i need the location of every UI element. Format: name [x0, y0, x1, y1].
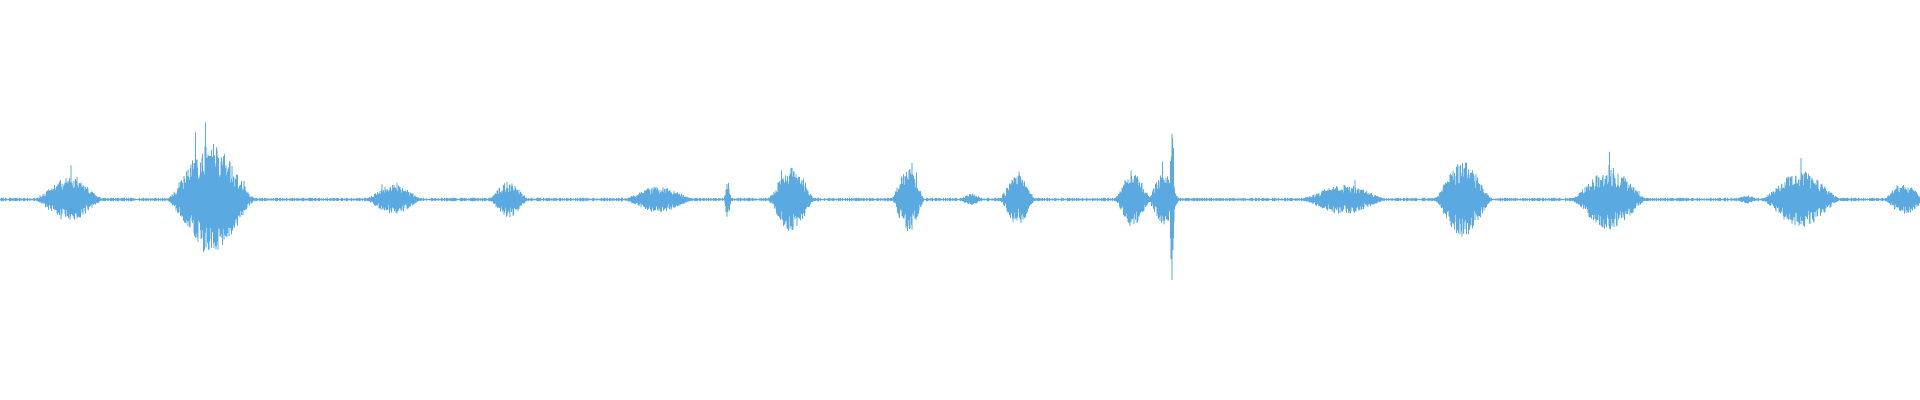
waveform-signal: [0, 122, 1920, 281]
